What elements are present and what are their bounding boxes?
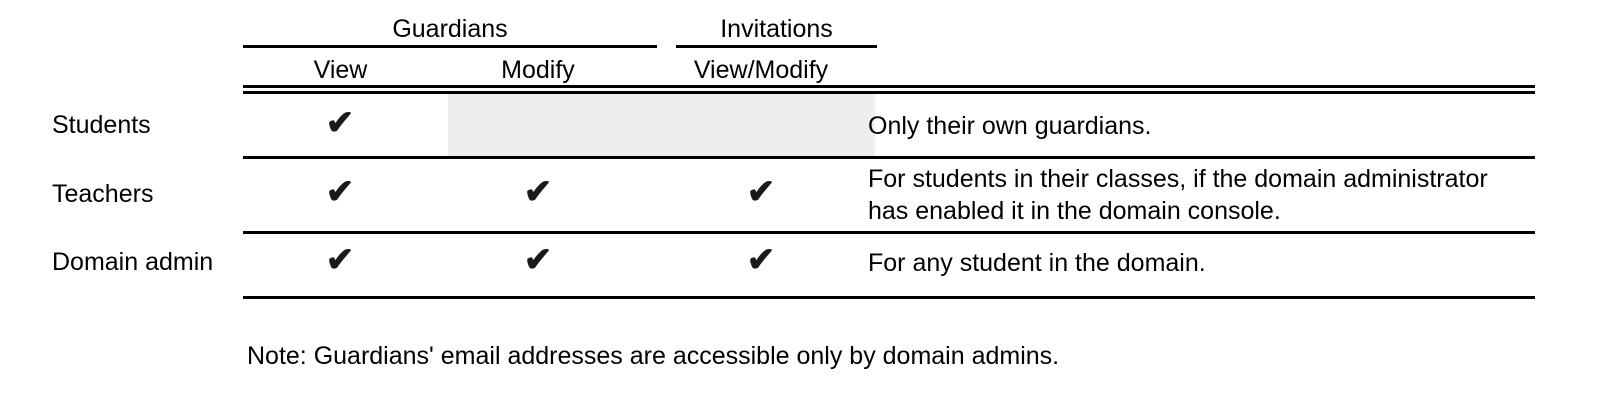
check-icon-teachers-guardians-modify: ✔ — [523, 173, 553, 211]
rule-table-bottom — [243, 296, 1535, 299]
note-teachers: For students in their classes, if the do… — [868, 165, 1488, 225]
column-group-header-guardians: Guardians — [392, 15, 508, 43]
check-icon-domain-admin-guardians-modify: ✔ — [523, 241, 553, 279]
rule-header-bottom — [243, 85, 1535, 88]
guardian-permissions-table: Guardians Invitations View Modify View/M… — [52, 15, 1535, 299]
rule-guardians-group — [243, 45, 657, 48]
column-header-view: View — [313, 56, 368, 84]
shaded-unavailable-cell — [448, 94, 875, 156]
row-label-students: Students — [52, 111, 151, 139]
check-icon-domain-admin-invitations-view-modify: ✔ — [746, 241, 776, 279]
table-footnote: Note: Guardians' email addresses are acc… — [247, 342, 1060, 370]
rule-row-students-top — [243, 91, 1535, 94]
rule-row-teachers-top — [243, 156, 1535, 159]
column-header-view-modify: View/Modify — [693, 56, 829, 84]
row-label-teachers: Teachers — [52, 180, 154, 208]
column-header-modify: Modify — [501, 56, 575, 84]
note-domain-admin: For any student in the domain. — [868, 249, 1206, 277]
note-students: Only their own guardians. — [868, 112, 1152, 140]
check-icon-teachers-guardians-view: ✔ — [325, 173, 355, 211]
column-group-header-invitations: Invitations — [720, 15, 833, 43]
check-icon-students-guardians-view: ✔ — [325, 104, 355, 142]
rule-row-admin-top — [243, 231, 1535, 234]
check-icon-domain-admin-guardians-view: ✔ — [325, 241, 355, 279]
check-icon-teachers-invitations-view-modify: ✔ — [746, 173, 776, 211]
rule-invitations-group — [676, 45, 877, 48]
row-label-domain-admin: Domain admin — [52, 248, 214, 276]
